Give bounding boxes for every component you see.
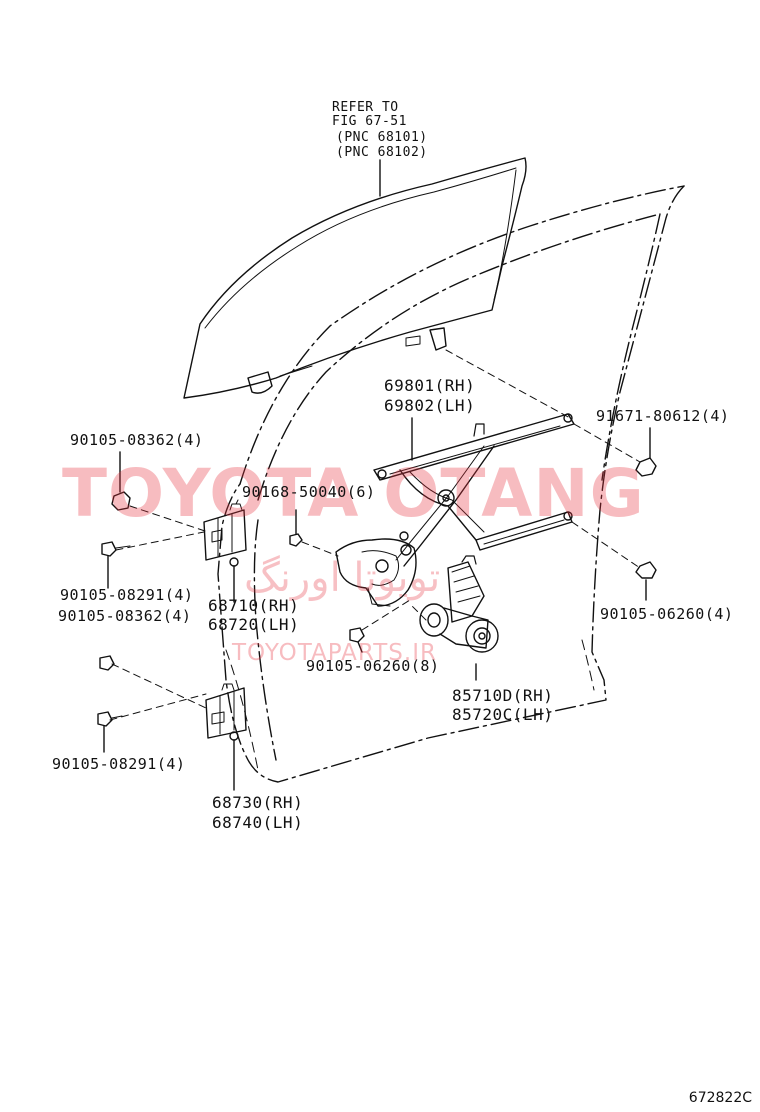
leader-lines — [109, 349, 641, 721]
window-regulator — [335, 413, 575, 607]
frame-inner — [225, 639, 595, 771]
label-regulator-rh: 69801(RH) — [384, 376, 476, 395]
label-bolt-90105-06260-right: 90105-06260(4) — [600, 605, 734, 623]
upper-hinge — [203, 503, 247, 603]
label-hinge-lower-rh: 68730(RH) — [212, 793, 304, 812]
refer-line-1: REFER TO — [332, 100, 399, 115]
label-motor-rh: 85710D(RH) — [452, 686, 554, 705]
label-hinge-upper-lh: 68720(LH) — [208, 615, 300, 634]
refer-line-3: (PNC 68101) — [336, 130, 428, 145]
label-hinge-upper-rh: 68710(RH) — [208, 596, 300, 615]
label-regulator-lh: 69802(LH) — [384, 396, 476, 415]
bolts — [97, 427, 657, 753]
lower-hinge — [205, 683, 247, 791]
window-motor — [419, 555, 499, 653]
label-bolt-90105-08362-top: 90105-08362(4) — [70, 431, 204, 449]
label-bolt-91671: 91671-80612(4) — [596, 407, 730, 425]
label-leaders — [411, 417, 477, 681]
label-bolt-90105-08291-top: 90105-08291(4) — [60, 586, 194, 604]
label-motor-lh: 85720C(LH) — [452, 705, 554, 724]
refer-line-4: (PNC 68102) — [336, 145, 428, 160]
refer-line-2: FIG 67-51 — [332, 114, 407, 129]
label-hinge-lower-lh: 68740(LH) — [212, 813, 304, 832]
label-bolt-90105-08362-mid: 90105-08362(4) — [58, 607, 192, 625]
figure-code: 672822C — [688, 1090, 752, 1106]
label-bolt-90105-08291-bottom: 90105-08291(4) — [52, 755, 186, 773]
label-bolt-90105-06260-center: 90105-06260(8) — [306, 657, 440, 675]
door-frame — [217, 185, 685, 783]
label-bolt-90168: 90168-50040(6) — [242, 483, 376, 501]
door-glass — [183, 157, 527, 399]
